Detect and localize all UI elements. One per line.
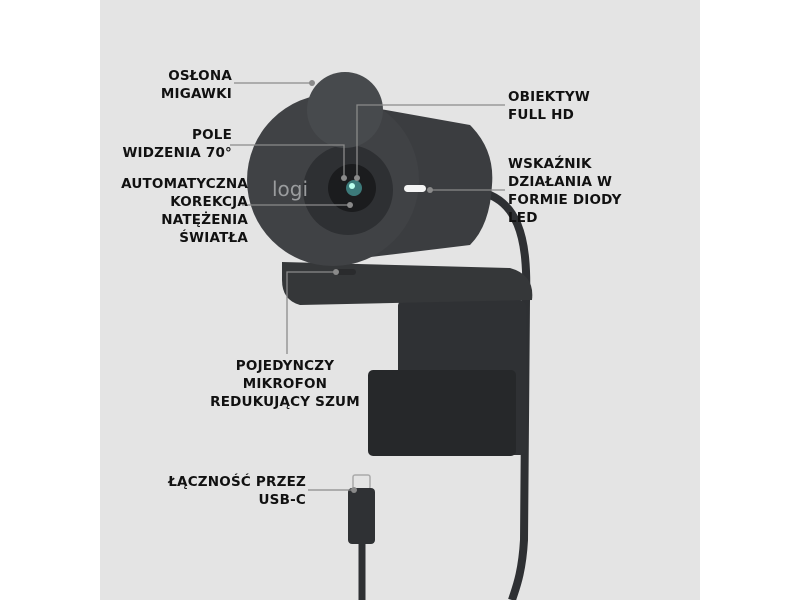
callout-dots xyxy=(309,80,433,493)
callout-text: ŁĄCZNOŚĆ PRZEZ xyxy=(168,474,306,490)
callout-text: LED xyxy=(508,210,538,226)
callout-text: NATĘŻENIA xyxy=(161,212,248,228)
callout-text: WIDZENIA 70° xyxy=(122,145,232,161)
callout-text: FORMIE DIODY xyxy=(508,192,622,208)
mount-hinge xyxy=(282,262,533,305)
usb-c-connector xyxy=(348,488,375,544)
callout-text: MIGAWKI xyxy=(160,86,232,102)
callout-text: POLE xyxy=(192,127,232,143)
logi-logo: logi xyxy=(272,177,308,201)
callout-led: WSKAŹNIK DZIAŁANIA W FORMIE DIODY LED xyxy=(508,155,622,227)
callout-text: REDUKUJĄCY SZUM xyxy=(210,394,360,410)
mount-clip-front xyxy=(368,370,516,456)
usb-c-plug-metal xyxy=(352,474,371,490)
callout-text: OSŁONA xyxy=(168,68,232,84)
callout-text: ŚWIATŁA xyxy=(179,230,248,246)
callout-text: MIKROFON xyxy=(242,376,328,392)
callout-text: USB-C xyxy=(258,492,306,508)
callout-field-of-view: POLE WIDZENIA 70° xyxy=(122,126,232,162)
callout-lens: OBIEKTYW FULL HD xyxy=(508,88,590,124)
callout-shutter: OSŁONA MIGAWKI xyxy=(161,67,232,103)
callout-text: FULL HD xyxy=(508,107,574,123)
callout-usb: ŁĄCZNOŚĆ PRZEZ USB-C xyxy=(168,473,306,509)
callout-text: WSKAŹNIK xyxy=(508,156,592,172)
callout-text: OBIEKTYW xyxy=(508,89,590,105)
callout-text: POJEDYNCZY xyxy=(235,358,335,374)
callout-microphone: POJEDYNCZY MIKROFON REDUKUJĄCY SZUM xyxy=(190,357,380,411)
callout-lines xyxy=(230,82,505,491)
callout-text: KOREKCJA xyxy=(170,194,248,210)
callout-light-correction: AUTOMATYCZNA KOREKCJA NATĘŻENIA ŚWIATŁA xyxy=(121,175,248,247)
callout-text: DZIAŁANIA W xyxy=(508,174,613,190)
microphone-slot xyxy=(334,269,356,275)
lens-highlight xyxy=(349,183,355,189)
led-indicator xyxy=(404,185,426,192)
privacy-shutter xyxy=(307,72,383,148)
callout-text: AUTOMATYCZNA xyxy=(121,176,248,192)
